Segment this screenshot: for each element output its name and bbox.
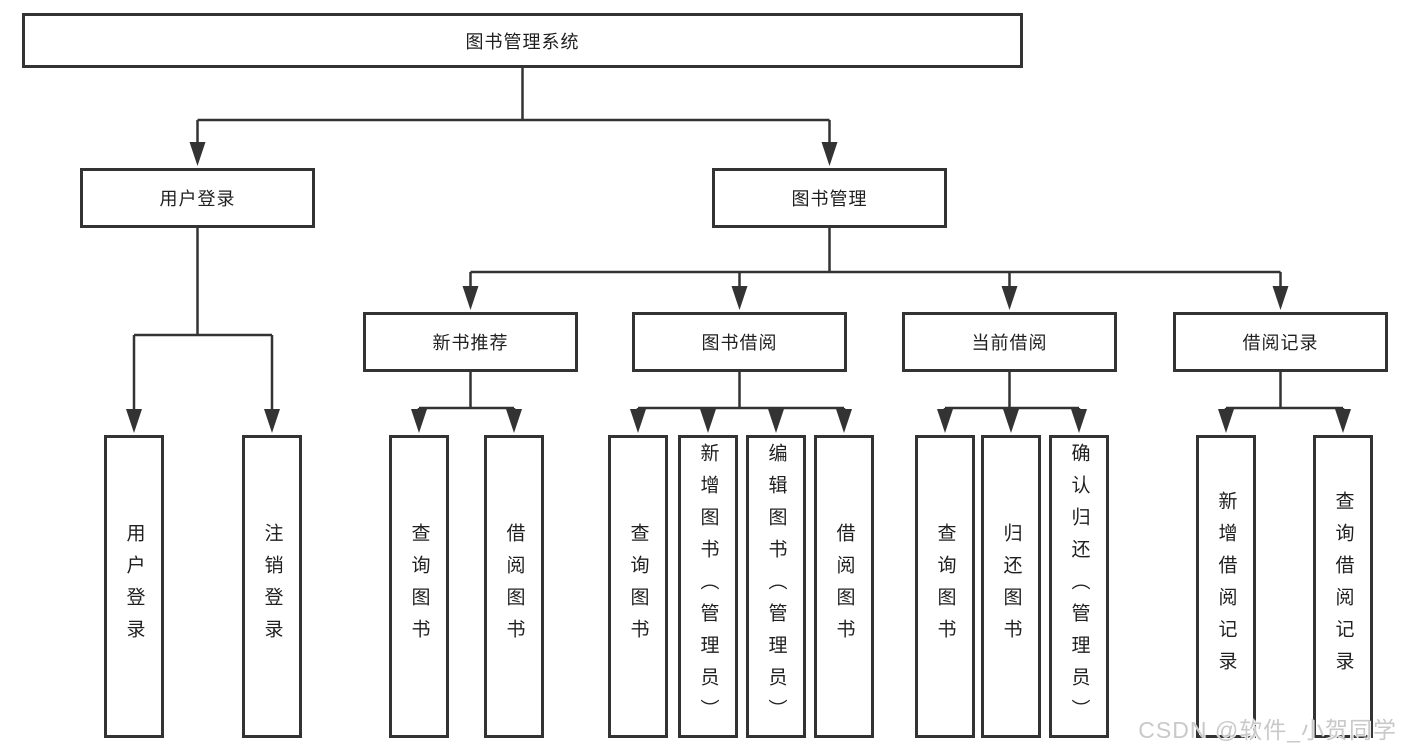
node-library-system: 图书管理系统 <box>22 13 1023 68</box>
node-query-books: 查询图书 <box>389 435 449 738</box>
arrow-down-icon <box>1001 286 1018 310</box>
node-book-borrowing: 图书借阅 <box>632 312 847 372</box>
arrow-down-icon <box>1218 409 1234 433</box>
node-query-books: 查询图书 <box>915 435 975 738</box>
arrow-down-icon <box>1003 409 1019 433</box>
arrow-down-icon <box>506 409 522 433</box>
node-add-borrow-record: 新增借阅记录 <box>1196 435 1256 738</box>
arrow-down-icon <box>189 142 206 166</box>
arrow-down-icon <box>411 409 427 433</box>
node-add-book-admin: 新增图书（管理员） <box>678 435 738 738</box>
arrow-down-icon <box>937 409 953 433</box>
csdn-watermark: CSDN @软件_小贺同学 <box>1138 717 1397 743</box>
arrow-down-icon <box>821 142 838 166</box>
arrow-down-icon <box>264 409 280 433</box>
arrow-down-icon <box>700 409 716 433</box>
arrow-down-icon <box>731 286 748 310</box>
node-new-book-recommend: 新书推荐 <box>363 312 578 372</box>
node-user-login-leaf: 用户登录 <box>104 435 164 738</box>
node-borrow-books: 借阅图书 <box>484 435 544 738</box>
node-query-books: 查询图书 <box>608 435 668 738</box>
arrow-down-icon <box>126 409 142 433</box>
node-edit-book-admin: 编辑图书（管理员） <box>746 435 806 738</box>
node-borrowing-records: 借阅记录 <box>1173 312 1388 372</box>
arrow-down-icon <box>630 409 646 433</box>
arrow-down-icon <box>768 409 784 433</box>
arrowhead-icons <box>126 142 1351 433</box>
node-current-borrowing: 当前借阅 <box>902 312 1117 372</box>
arrow-down-icon <box>836 409 852 433</box>
arrow-down-icon <box>1071 409 1087 433</box>
node-borrow-books: 借阅图书 <box>814 435 874 738</box>
node-confirm-return-admin: 确认归还（管理员） <box>1049 435 1109 738</box>
arrow-down-icon <box>1272 286 1289 310</box>
node-logout: 注销登录 <box>242 435 302 738</box>
node-return-books: 归还图书 <box>981 435 1041 738</box>
node-book-management: 图书管理 <box>712 168 947 228</box>
node-user-login: 用户登录 <box>80 168 315 228</box>
node-query-borrow-record: 查询借阅记录 <box>1313 435 1373 738</box>
arrow-down-icon <box>462 286 479 310</box>
arrow-down-icon <box>1335 409 1351 433</box>
